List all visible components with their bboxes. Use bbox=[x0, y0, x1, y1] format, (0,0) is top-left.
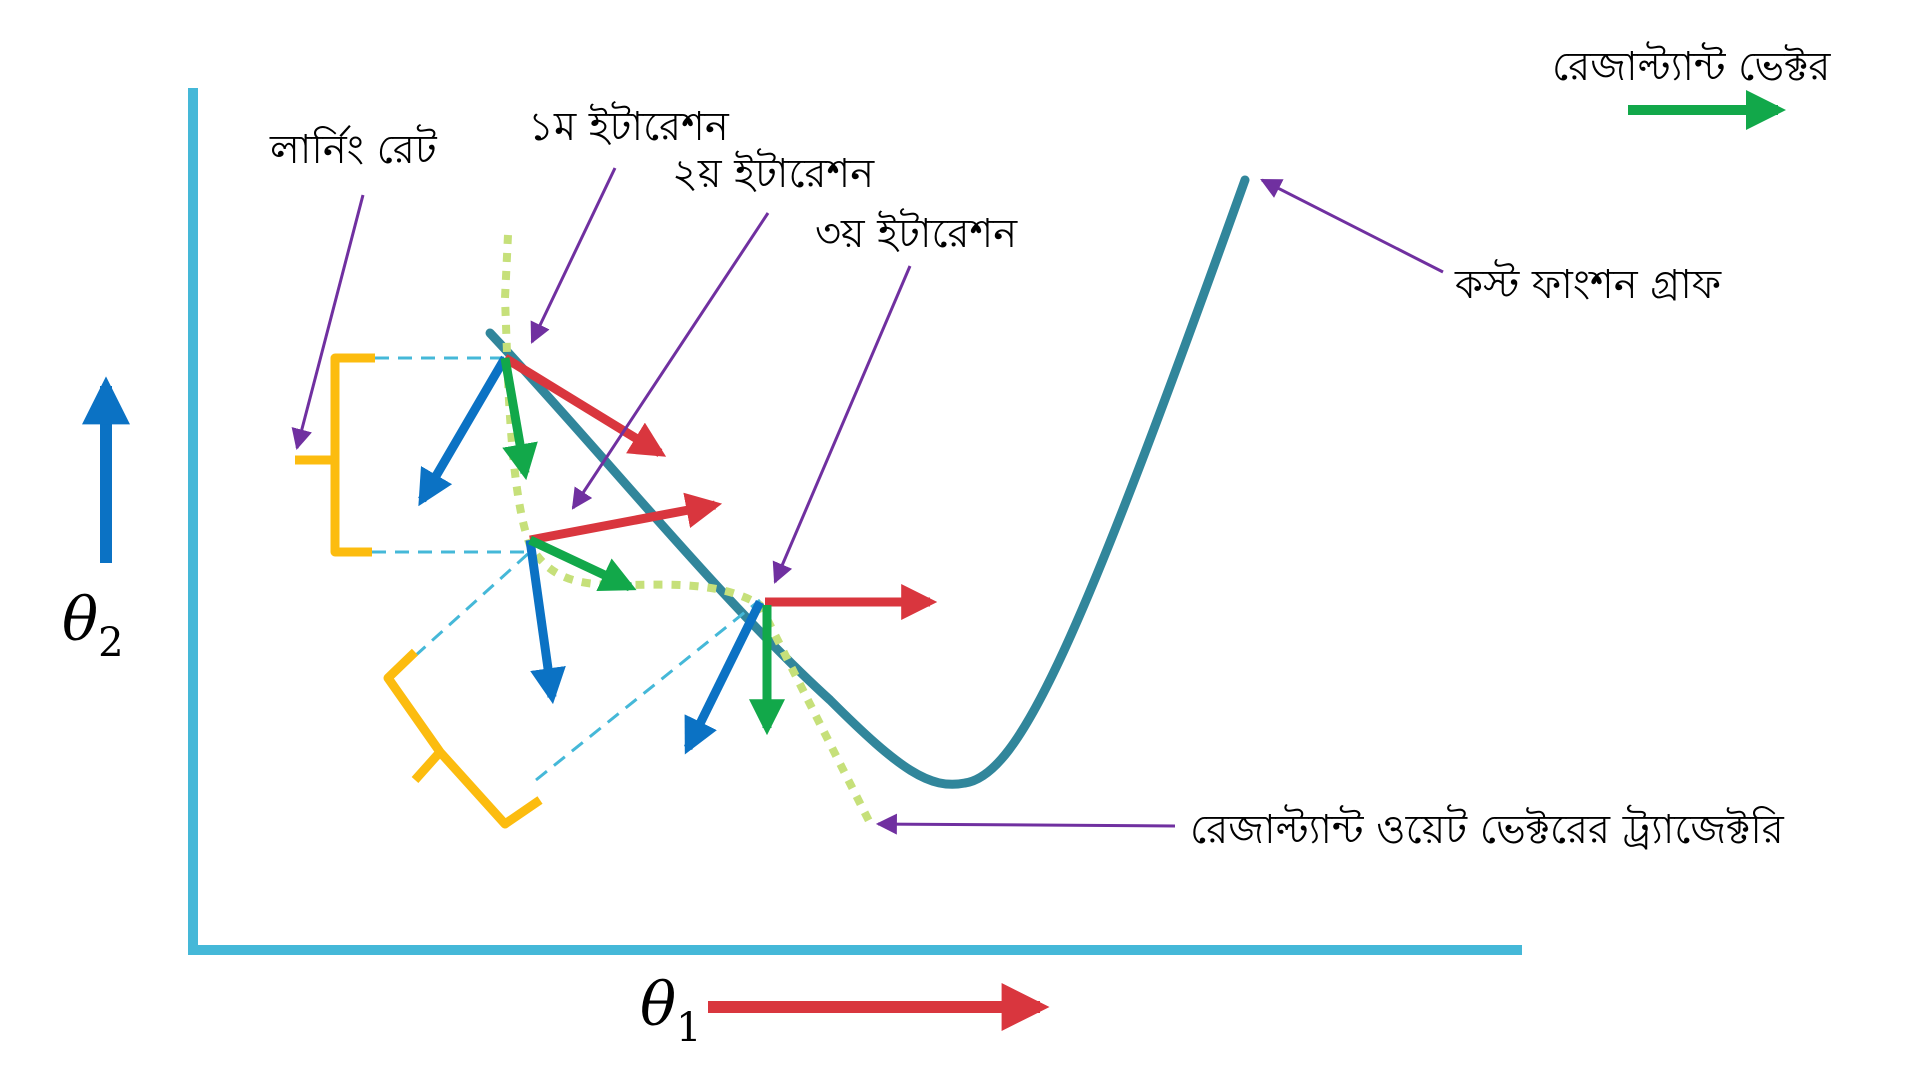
iteration2-green-vector bbox=[528, 535, 637, 592]
iteration1-label: ১ম ইটারেশন bbox=[528, 101, 730, 150]
dashed-guides bbox=[372, 356, 761, 782]
learning-rate-label: লার্নিং রেট bbox=[269, 124, 438, 173]
legend-resultant-vector-label: রেজাল্ট্যান্ট ভেক্টর bbox=[1552, 41, 1831, 90]
iteration3-blue-vector bbox=[683, 600, 765, 755]
learning-rate-bracket-upper bbox=[295, 353, 375, 557]
cost-function-curve bbox=[485, 175, 1250, 789]
iteration2-label: ২য় ইটারেশন bbox=[672, 148, 875, 197]
theta1-label: θ1 bbox=[640, 970, 702, 1051]
theta2-label: θ2 bbox=[62, 585, 124, 666]
iteration1-green-vector bbox=[500, 357, 538, 481]
cost-function-graph-label: কস্ট ফাংশন গ্রাফ bbox=[1454, 259, 1722, 308]
weight-trajectory-label: রেজাল্ট্যান্ট ওয়েট ভেক্টরের ট্র্যাজেক্ট… bbox=[1190, 804, 1785, 853]
learning-rate-bracket-lower bbox=[383, 648, 543, 829]
iteration1-red-vector bbox=[502, 354, 667, 457]
iteration2-blue-vector bbox=[525, 539, 566, 705]
pointer-lines bbox=[291, 167, 1444, 835]
iteration1-blue-vector bbox=[418, 355, 509, 507]
axes-frame bbox=[188, 88, 1522, 955]
iteration3-label: ৩য় ইটারেশন bbox=[815, 208, 1018, 257]
weight-vector-trajectory bbox=[500, 234, 874, 825]
iteration2-red-vector bbox=[529, 492, 723, 545]
